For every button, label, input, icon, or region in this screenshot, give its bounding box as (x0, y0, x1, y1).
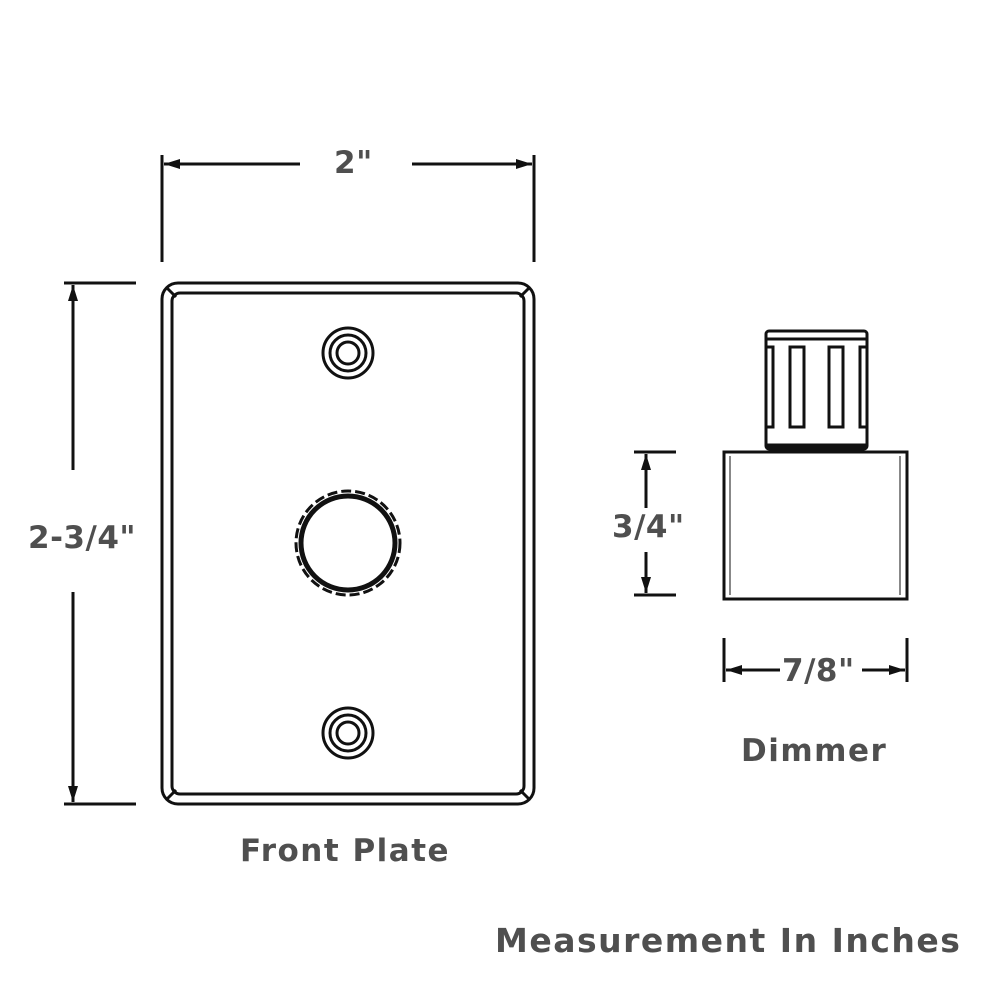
dimmer-body (722, 450, 909, 601)
front-plate-width-label: 2" (334, 145, 373, 181)
top-screw-hole (321, 326, 375, 380)
dimmer-width-label: 7/8" (782, 653, 855, 689)
dimmer-height-label: 3/4" (612, 509, 685, 545)
knob-hole (294, 489, 402, 597)
measurement-note: Measurement In Inches (495, 921, 962, 960)
dimmer-caption: Dimmer (741, 733, 888, 769)
front-plate-caption: Front Plate (240, 833, 451, 869)
bottom-screw-hole (321, 706, 375, 760)
width-dimension (160, 155, 536, 262)
dimmer-height-dimension (634, 450, 676, 597)
dimmer-knob (764, 329, 869, 451)
height-dimension (64, 281, 136, 806)
front-plate (160, 281, 536, 806)
front-plate-height-label: 2-3/4" (28, 520, 137, 556)
dimmer-width-dimension (722, 638, 909, 682)
